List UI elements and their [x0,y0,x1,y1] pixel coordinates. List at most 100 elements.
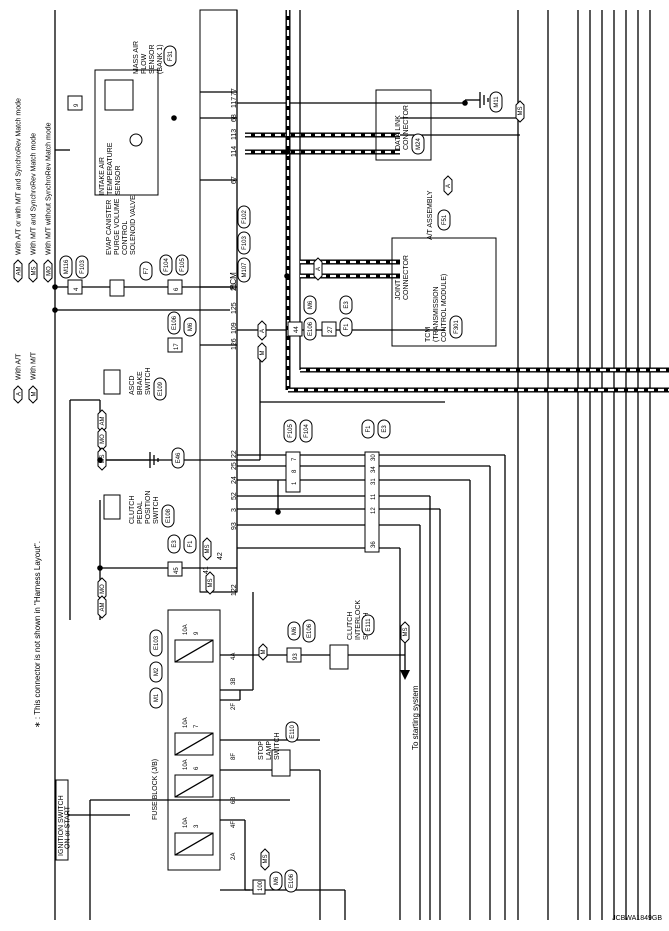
svg-text:68: 68 [231,114,238,122]
svg-text:INTERLOCK: INTERLOCK [355,600,362,640]
svg-text:E103: E103 [154,635,160,650]
wires [54,10,669,920]
svg-text:SENSOR: SENSOR [149,44,156,74]
svg-text:M: M [260,351,266,356]
svg-text:E106: E106 [307,623,313,638]
svg-text:MS: MS [205,545,211,554]
inline-connector-9: 9 [67,95,83,111]
svg-text:F102: F102 [242,210,248,224]
svg-text:FLOW: FLOW [141,53,148,74]
legend-tag-mo: MO [47,266,53,276]
svg-text:E106: E106 [172,315,178,330]
svg-text:52: 52 [231,492,238,500]
ground-m11: M11 [465,91,503,113]
clutch-interlock-switch: CLUTCH INTERLOCK SWITCH E111 To starting… [329,600,420,750]
fuse-3: 10A 3 4F 2A [174,817,237,860]
svg-text:M2: M2 [154,667,160,676]
svg-text:42: 42 [217,552,224,560]
svg-text:MS: MS [208,579,214,588]
image-id: JCBWA1849GB [612,915,662,922]
svg-text:4: 4 [74,287,80,291]
legend-tag-m: M [32,392,38,397]
svg-text:24: 24 [231,476,238,484]
svg-text:F1: F1 [188,540,194,548]
fuse-7: 10A 7 8F [174,717,237,760]
legend-tag-am: AM [17,266,23,275]
inline-connectors: 100 M6 E106 MS 93 M6 E106 M 45 E3 F1 [59,95,391,895]
svg-text:TEMPERATURE: TEMPERATURE [107,142,114,195]
svg-text:F51: F51 [442,214,448,225]
svg-text:22: 22 [231,450,238,458]
inline-connector-93: 93 M6 E106 M [258,619,316,663]
svg-text:CLUTCH: CLUTCH [347,612,354,640]
svg-text:100: 100 [258,880,264,891]
svg-text:2F: 2F [231,703,237,710]
svg-text:3: 3 [194,824,200,828]
footnote: ∗ : This connector is not shown in "Harn… [33,541,42,728]
legend-tag-ms: MS [32,267,38,276]
svg-text:ASCD: ASCD [129,376,136,395]
inline-connector-17: 17 E106 M6 [167,311,197,353]
svg-text:117: 117 [231,97,238,108]
svg-text:E3: E3 [382,425,388,433]
svg-text:45: 45 [174,567,180,574]
svg-text:SENSOR: SENSOR [115,165,122,195]
svg-text:A: A [446,184,452,188]
svg-text:F1: F1 [366,425,372,433]
ignition-switch-line1: IGNITION SWITCH [58,795,65,856]
svg-text:6: 6 [174,287,180,291]
legend-modes: AM With A/T or with M/T and SynchroRev M… [13,98,53,283]
legend-with-at-label: With A/T [16,353,23,380]
data-link-connector: DATA LINK CONNECTOR M24 M11 MS [375,89,525,161]
svg-text:11: 11 [371,493,377,500]
svg-text:10A: 10A [183,717,189,728]
svg-text:M24: M24 [416,138,422,150]
inline-connector-100: 100 M6 E106 MS [252,848,298,895]
svg-text:126: 126 [231,338,238,350]
inline-connector-27: 27 E3 F1 [321,295,353,337]
legend-ms-label: With M/T and SynchroRev Match mode [31,133,38,255]
svg-text:10A: 10A [183,624,189,635]
svg-text:M116: M116 [64,259,70,274]
fuse-block: FUSE BLOCK (J/B) M1 M2 E103 10A 3 4F 2A … [149,609,237,871]
legend-mo-label: With M/T without SynchroRev Match mode [46,122,53,255]
svg-text:109: 109 [231,322,238,334]
svg-text:4A: 4A [231,653,237,660]
at-assembly: A/T ASSEMBLY F51 A TCM (TRANSMISSION CON… [391,175,497,347]
svg-text:F105: F105 [288,424,294,438]
svg-text:E106: E106 [308,321,314,336]
svg-text:41: 41 [203,566,210,574]
to-starting-system: To starting system [411,685,420,750]
svg-text:F1: F1 [344,323,350,331]
inline-connector-44: 44 M6 E106 [287,295,317,341]
svg-text:7: 7 [292,457,298,461]
inline-connector-group-2: 30 34 31 11 12 36 F1 E3 [361,419,391,553]
fuse-block-connectors: M1 M2 E103 [149,629,163,709]
svg-text:4F: 4F [231,821,237,828]
svg-text:CONNECTOR: CONNECTOR [403,255,410,300]
svg-text:POSITION: POSITION [145,491,152,524]
svg-text:44: 44 [294,326,300,333]
svg-text:3: 3 [231,508,238,512]
svg-text:MS: MS [518,107,524,116]
svg-text:67: 67 [231,176,238,184]
svg-text:A: A [260,329,266,333]
svg-text:10A: 10A [183,759,189,770]
legend-with-mt-label: With M/T [31,351,38,380]
svg-text:MO: MO [100,584,106,594]
svg-text:CONNECTOR: CONNECTOR [403,105,410,150]
svg-text:SWITCH: SWITCH [145,367,152,395]
legend-am-label: With A/T or with M/T and SynchroRev Matc… [16,98,23,255]
svg-text:A/T ASSEMBLY: A/T ASSEMBLY [427,190,434,240]
svg-text:77: 77 [231,88,238,96]
svg-text:1: 1 [292,481,298,485]
ascd-brake-switch: ASCD BRAKE SWITCH E109 [103,367,167,401]
svg-text:SWITCH: SWITCH [153,496,160,524]
svg-text:INTAKE AIR: INTAKE AIR [99,157,106,195]
svg-text:MS: MS [263,855,269,864]
inline-connector-6: 6 F104 F105 [159,254,189,295]
inline-connector-4: 4 M116 F103 [59,255,89,295]
svg-text:PURGE VOLUME: PURGE VOLUME [114,198,121,255]
svg-text:17: 17 [174,343,180,350]
